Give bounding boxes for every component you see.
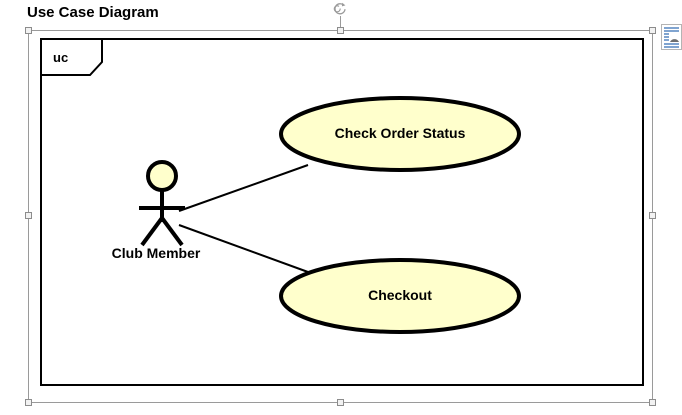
- use-case-label: Check Order Status: [334, 125, 466, 141]
- actor-head: [146, 160, 178, 192]
- rotate-icon[interactable]: [332, 1, 348, 17]
- selection-handle-top-right[interactable]: [649, 27, 656, 34]
- selection-handle-bottom-left[interactable]: [25, 399, 32, 406]
- use-case-check-order-status[interactable]: Check Order Status: [278, 95, 522, 173]
- actor-leg-left: [140, 216, 164, 247]
- use-case-ellipse: [279, 96, 521, 172]
- selection-handle-middle-right[interactable]: [649, 212, 656, 219]
- selection-handle-bottom-right[interactable]: [649, 399, 656, 406]
- use-case-checkout[interactable]: Checkout: [278, 257, 522, 335]
- document-properties-icon[interactable]: [661, 24, 682, 50]
- actor-club-member[interactable]: [128, 160, 198, 250]
- diagram-title: Use Case Diagram: [27, 4, 159, 21]
- selection-handle-top-left[interactable]: [25, 27, 32, 34]
- frame-kind-label: uc: [53, 50, 69, 65]
- actor-label: Club Member: [111, 245, 201, 261]
- rotation-handle-stem: [340, 16, 341, 31]
- selection-handle-middle-left[interactable]: [25, 212, 32, 219]
- use-case-label: Checkout: [368, 287, 432, 303]
- selection-handle-top-center[interactable]: [337, 27, 344, 34]
- selection-handle-bottom-center[interactable]: [337, 399, 344, 406]
- use-case-ellipse: [279, 258, 521, 334]
- frame-kind-tab: [40, 38, 103, 76]
- actor-leg-right: [160, 216, 184, 247]
